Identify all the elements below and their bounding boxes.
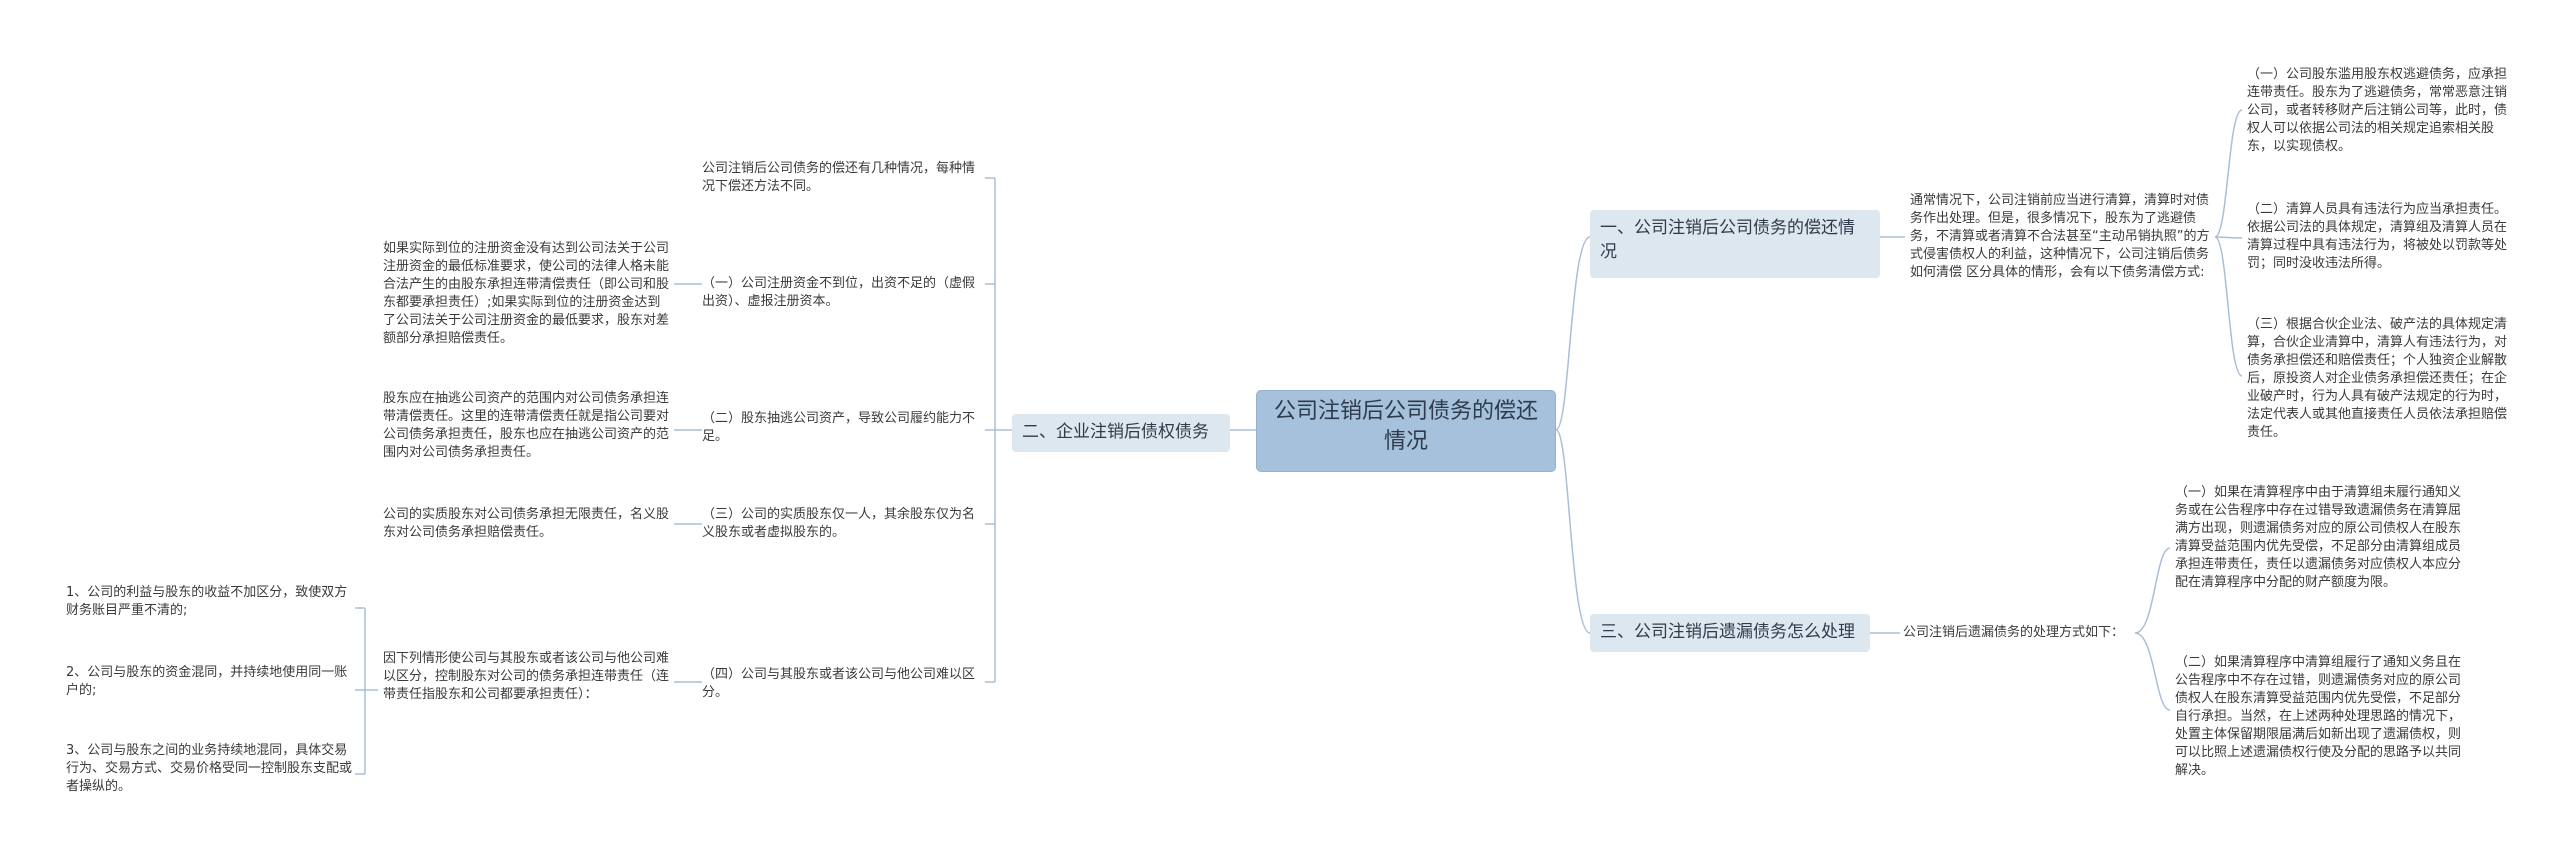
link-b2-children (985, 177, 1012, 683)
branch-1-label: 一、公司注销后公司债务的偿还情况 (1600, 218, 1855, 262)
branch-2-intro: 公司注销后公司债务的偿还有几种情况，每种情况下偿还方法不同。 (702, 161, 976, 194)
branch-3[interactable]: 三、公司注销后遗漏债务怎么处理 (1590, 614, 1870, 652)
link-root-b3 (1555, 429, 1591, 634)
branch-1[interactable]: 一、公司注销后公司债务的偿还情况 (1590, 210, 1880, 278)
branch-2-item-4-detail: 因下列情形使公司与其股东或者该公司与他公司难以区分，控制股东对公司的债务承担连带… (383, 651, 670, 702)
link-root-b1 (1555, 236, 1591, 431)
branch-2-item-1-detail: 如果实际到位的注册资金没有达到公司法关于公司注册资金的最低标准要求，使公司的法律… (383, 241, 670, 346)
branch-1-summary: 通常情况下，公司注销前应当进行清算，清算时对债务作出处理。但是，很多情况下，股东… (1910, 193, 2210, 280)
branch-2-item-2-detail: 股东应在抽逃公司资产的范围内对公司债务承担连带清偿责任。这里的连带清偿责任就是指… (383, 391, 670, 460)
link-b3-items (2134, 547, 2171, 711)
branch-2-item-4: （四）公司与其股东或者该公司与他公司难以区分。 (702, 667, 976, 700)
root-title: 公司注销后公司债务的偿还情况 (1273, 399, 1538, 454)
branch-2-item-4-sub-1: 1、公司的利益与股东的收益不加区分，致使双方财务账目严重不清的; (66, 585, 348, 618)
branch-2-item-1: （一）公司注册资金不到位，出资不足的（虚假出资）、虚报注册资本。 (702, 276, 976, 309)
branch-2-item-4-sub-3: 3、公司与股东之间的业务持续地混同，具体交易行为、交易方式、交易价格受同一控制股… (66, 743, 353, 794)
branch-2-item-3-detail: 公司的实质股东对公司债务承担无限责任，名义股东对公司债务承担赔偿责任。 (383, 507, 670, 540)
root-topic[interactable]: 公司注销后公司债务的偿还情况 (1256, 390, 1556, 472)
branch-1-item-1: （一）公司股东滥用股东权逃避债务，应承担连带责任。股东为了逃避债务，常常恶意注销… (2247, 67, 2508, 154)
branch-1-item-3: （三）根据合伙企业法、破产法的具体规定清算，合伙企业清算中，清算人有违法行为，对… (2247, 317, 2508, 440)
branch-1-item-2: （二）清算人员具有违法行为应当承担责任。依据公司法的具体规定，清算组及清算人员在… (2247, 202, 2508, 271)
branch-2-item-4-sub-2: 2、公司与股东的资金混同，并持续地使用同一账户的; (66, 665, 348, 698)
branch-3-item-2: （二）如果清算程序中清算组履行了通知义务且在公告程序中不存在过错，则遗漏债务对应… (2175, 655, 2462, 778)
link-b1-items (2214, 109, 2243, 377)
branch-3-label: 三、公司注销后遗漏债务怎么处理 (1600, 622, 1855, 642)
branch-3-summary: 公司注销后遗漏债务的处理方式如下： (1903, 625, 2125, 640)
branch-2-label: 二、企业注销后债权债务 (1022, 422, 1209, 442)
branch-3-item-1: （一）如果在清算程序中由于清算组未履行通知义务或在公告程序中存在过错导致遗漏债务… (2175, 485, 2462, 590)
branch-2-item-2: （二）股东抽逃公司资产，导致公司履约能力不足。 (702, 411, 976, 444)
branch-2-item-3: （三）公司的实质股东仅一人，其余股东仅为名义股东或者虚拟股东的。 (702, 507, 976, 540)
branch-2[interactable]: 二、企业注销后债权债务 (1012, 414, 1230, 452)
link-detail4-subitems (355, 607, 378, 775)
